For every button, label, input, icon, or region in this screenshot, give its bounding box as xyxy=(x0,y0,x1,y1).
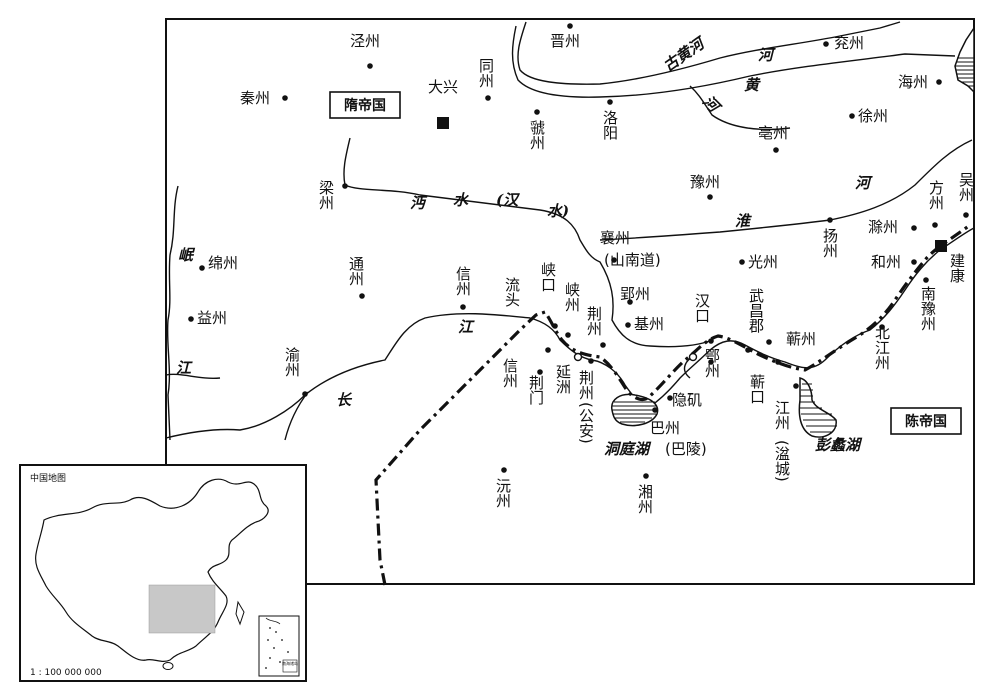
state-label: 陈帝国 xyxy=(905,413,947,430)
river-label: 黄 xyxy=(744,76,761,94)
lake-label-pengli: 彭蠡湖 xyxy=(815,436,863,454)
state-sui: 隋帝国 xyxy=(329,91,401,119)
city-label: 蕲口 xyxy=(748,374,766,404)
city-label: 秦州 xyxy=(240,89,270,107)
city-label: 亳州 xyxy=(758,124,788,142)
city-label: 信州 xyxy=(501,358,519,388)
south-sea-label-box xyxy=(282,659,298,673)
inset-title: 中国地图 xyxy=(30,472,66,484)
south-sea-coast xyxy=(265,617,281,625)
city-label: 峡口 xyxy=(539,262,557,292)
south-sea-islands xyxy=(265,627,289,669)
south-sea-label: 南海诸岛 xyxy=(282,660,298,666)
city-label: 吴州 xyxy=(957,172,975,202)
river-label: 河 xyxy=(855,174,873,192)
capital-label-jiankang: 建康 xyxy=(948,253,966,283)
city-label: 信州 xyxy=(454,266,472,296)
city-label: 光州 xyxy=(748,253,778,271)
city-label: 方州 xyxy=(927,180,945,210)
map-extent-highlight xyxy=(148,584,216,634)
city-label: 武昌郡 xyxy=(747,288,765,333)
city-label: 汉口 xyxy=(693,293,711,323)
city-dots xyxy=(188,23,969,479)
river-label: 长 xyxy=(336,391,353,409)
tributary-west xyxy=(165,373,221,380)
city-label: 虢州 xyxy=(528,120,546,150)
city-label: 益州 xyxy=(197,309,227,327)
east-sea-hatch xyxy=(954,25,975,94)
river-label: 水) xyxy=(547,202,569,220)
city-label: (公安) xyxy=(577,402,595,444)
min-river xyxy=(166,185,179,441)
city-labels: 泾州 秦州 同州 晋州 虢州 洛阳 兖州 海州 亳州 徐州 梁州 豫州 方州 吴… xyxy=(197,32,975,514)
city-label: 湘州 xyxy=(636,484,654,514)
huai-river xyxy=(599,139,973,241)
ancient-yellow-river xyxy=(517,21,901,85)
city-label: 绵州 xyxy=(208,254,238,272)
hainan-island xyxy=(162,662,174,670)
city-label: 兖州 xyxy=(834,34,864,52)
city-label: 泾州 xyxy=(350,32,380,50)
yellow-river xyxy=(511,25,956,98)
city-label: 江州 xyxy=(773,400,791,430)
city-label: 渝州 xyxy=(283,347,301,377)
city-label: 和州 xyxy=(871,253,901,271)
dongting-lake xyxy=(611,393,659,427)
city-label: 南豫州 xyxy=(919,286,937,331)
city-label: 海州 xyxy=(898,73,928,91)
city-label: (山南道) xyxy=(604,251,661,269)
city-label: 洛阳 xyxy=(601,110,619,140)
city-label: 滁州 xyxy=(868,218,898,236)
city-label: 襄州 xyxy=(600,229,630,247)
city-label: 峡州 xyxy=(563,282,581,312)
river-label: 岷 xyxy=(178,246,196,264)
city-label: 晋州 xyxy=(550,32,580,50)
city-label: 北江州 xyxy=(873,325,891,370)
city-label: 豫州 xyxy=(690,173,720,191)
river-label: (汉 xyxy=(496,191,520,209)
state-chen: 陈帝国 xyxy=(890,407,962,435)
city-label: 巴州 xyxy=(650,419,680,437)
river-label: 江 xyxy=(176,359,193,377)
city-label: 基州 xyxy=(634,315,664,333)
pengli-lake xyxy=(798,377,837,438)
capital-marker-jiankang xyxy=(935,240,947,252)
river-label: 淮 xyxy=(735,212,752,230)
city-label: 郢州 xyxy=(620,285,650,303)
city-label: 扬州 xyxy=(821,228,839,258)
city-label: 徐州 xyxy=(858,107,888,125)
state-label: 隋帝国 xyxy=(344,97,386,114)
river-label: 沔 xyxy=(410,194,428,212)
taiwan-island xyxy=(235,600,245,626)
city-label: 鄂州 xyxy=(703,348,721,378)
lakes xyxy=(611,377,837,438)
lake-label-dongting: 洞庭湖 xyxy=(604,440,652,458)
city-label: 荆门 xyxy=(527,375,545,406)
city-label: 荆州 xyxy=(585,306,603,336)
han-river xyxy=(343,137,713,348)
sui-invasion-route xyxy=(374,223,971,586)
city-label: 梁州 xyxy=(317,180,335,210)
inset-scale: 1 : 100 000 000 xyxy=(30,668,102,678)
city-label: 通州 xyxy=(347,256,365,286)
city-label: 蕲州 xyxy=(786,330,816,348)
city-label: 延洲 xyxy=(554,364,572,394)
open-city-dots xyxy=(573,352,698,362)
city-label: (湓城) xyxy=(773,440,791,482)
city-label: 同州 xyxy=(477,58,495,88)
city-label: 流头 xyxy=(503,277,521,307)
city-label: (巴陵) xyxy=(665,440,707,458)
city-label: 隐矶 xyxy=(672,391,702,409)
river-label: 河 xyxy=(758,46,776,64)
capital-label-daxing: 大兴 xyxy=(428,78,458,96)
river-label: 水 xyxy=(453,191,469,209)
capital-marker-daxing xyxy=(437,117,449,129)
river-label: 江 xyxy=(458,318,475,336)
city-label: 沅州 xyxy=(494,478,512,508)
city-label: 荆州 xyxy=(577,370,595,400)
yellow-river-branch xyxy=(689,85,791,131)
inset-map: 中国地图 南海诸岛 1 : 100 000 000 xyxy=(19,464,307,682)
